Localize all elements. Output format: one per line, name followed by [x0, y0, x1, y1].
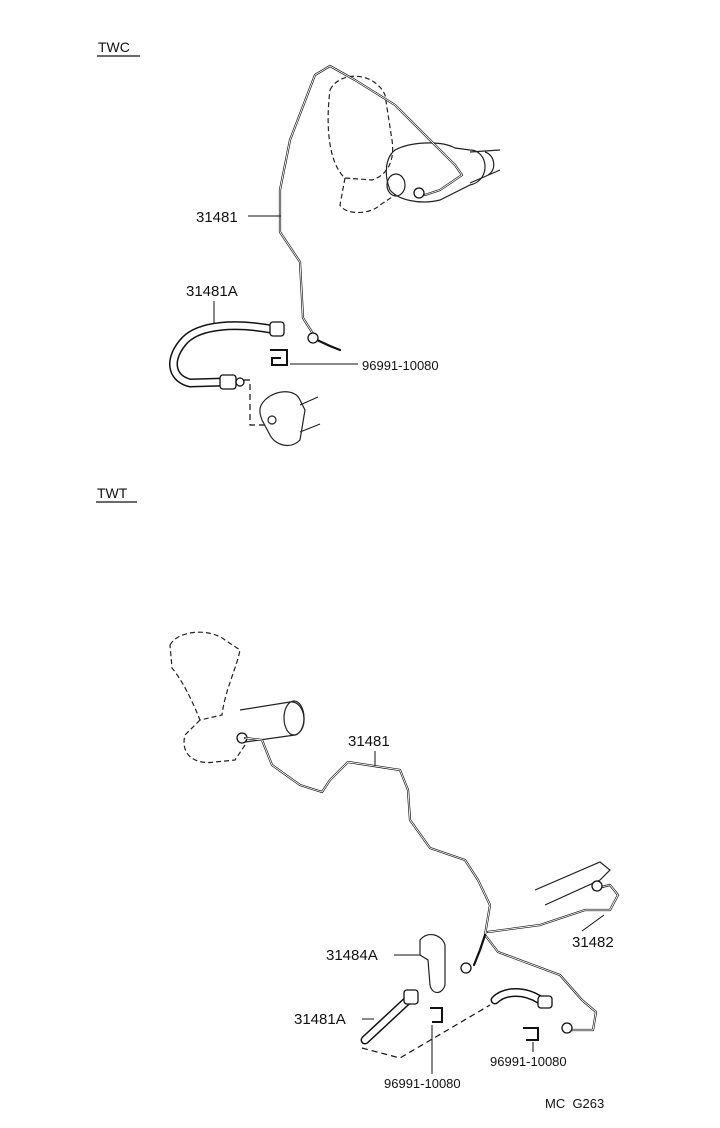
twc-hose-label: 31481A — [186, 283, 238, 300]
twt-hose-label: 31481A — [294, 1011, 346, 1028]
twt-tube-31482 — [486, 861, 620, 934]
twt-tube-2-leader — [581, 914, 605, 932]
twt-clip-right-label: 96991-10080 — [490, 1054, 567, 1069]
twt-heading: TWT — [97, 485, 128, 501]
twc-clip-icon — [270, 349, 288, 366]
twc-tube-label: 31481 — [196, 209, 238, 226]
twt-section: TWT — [96, 485, 620, 1091]
twt-tube-label: 31481 — [348, 733, 390, 750]
twc-section: TWC — [97, 39, 501, 447]
twc-clip-label: 96991-10080 — [362, 358, 439, 373]
twt-clip-bottom-icon — [430, 1007, 443, 1023]
twt-master-cylinder — [169, 631, 305, 764]
twc-slave-cylinder — [244, 379, 321, 447]
twc-hose-fitting-upper — [269, 321, 285, 337]
twt-clip-bottom-label: 96991-10080 — [384, 1076, 461, 1091]
figure-code: MC G263 — [545, 1096, 604, 1111]
twt-clip-right-icon — [523, 1027, 539, 1041]
twt-bracket-label: 31484A — [326, 947, 378, 964]
twc-tube-fitting-lower — [307, 332, 319, 344]
twc-hose-fitting-lower — [219, 374, 237, 390]
twt-hose-31481a — [360, 988, 553, 1059]
twc-heading: TWC — [98, 39, 130, 55]
twt-bracket-31484a — [419, 933, 446, 994]
twc-master-cylinder — [327, 75, 501, 214]
twt-tube-31481 — [243, 736, 598, 1034]
twt-tube-2-label: 31482 — [572, 934, 614, 951]
twt-tube-fitting-right — [561, 1022, 573, 1034]
twc-tube-31481 — [278, 64, 464, 352]
twc-tube-fitting-upper — [413, 187, 425, 199]
twt-tube-fitting-left — [460, 962, 472, 974]
twc-hose-31481a — [169, 321, 285, 390]
